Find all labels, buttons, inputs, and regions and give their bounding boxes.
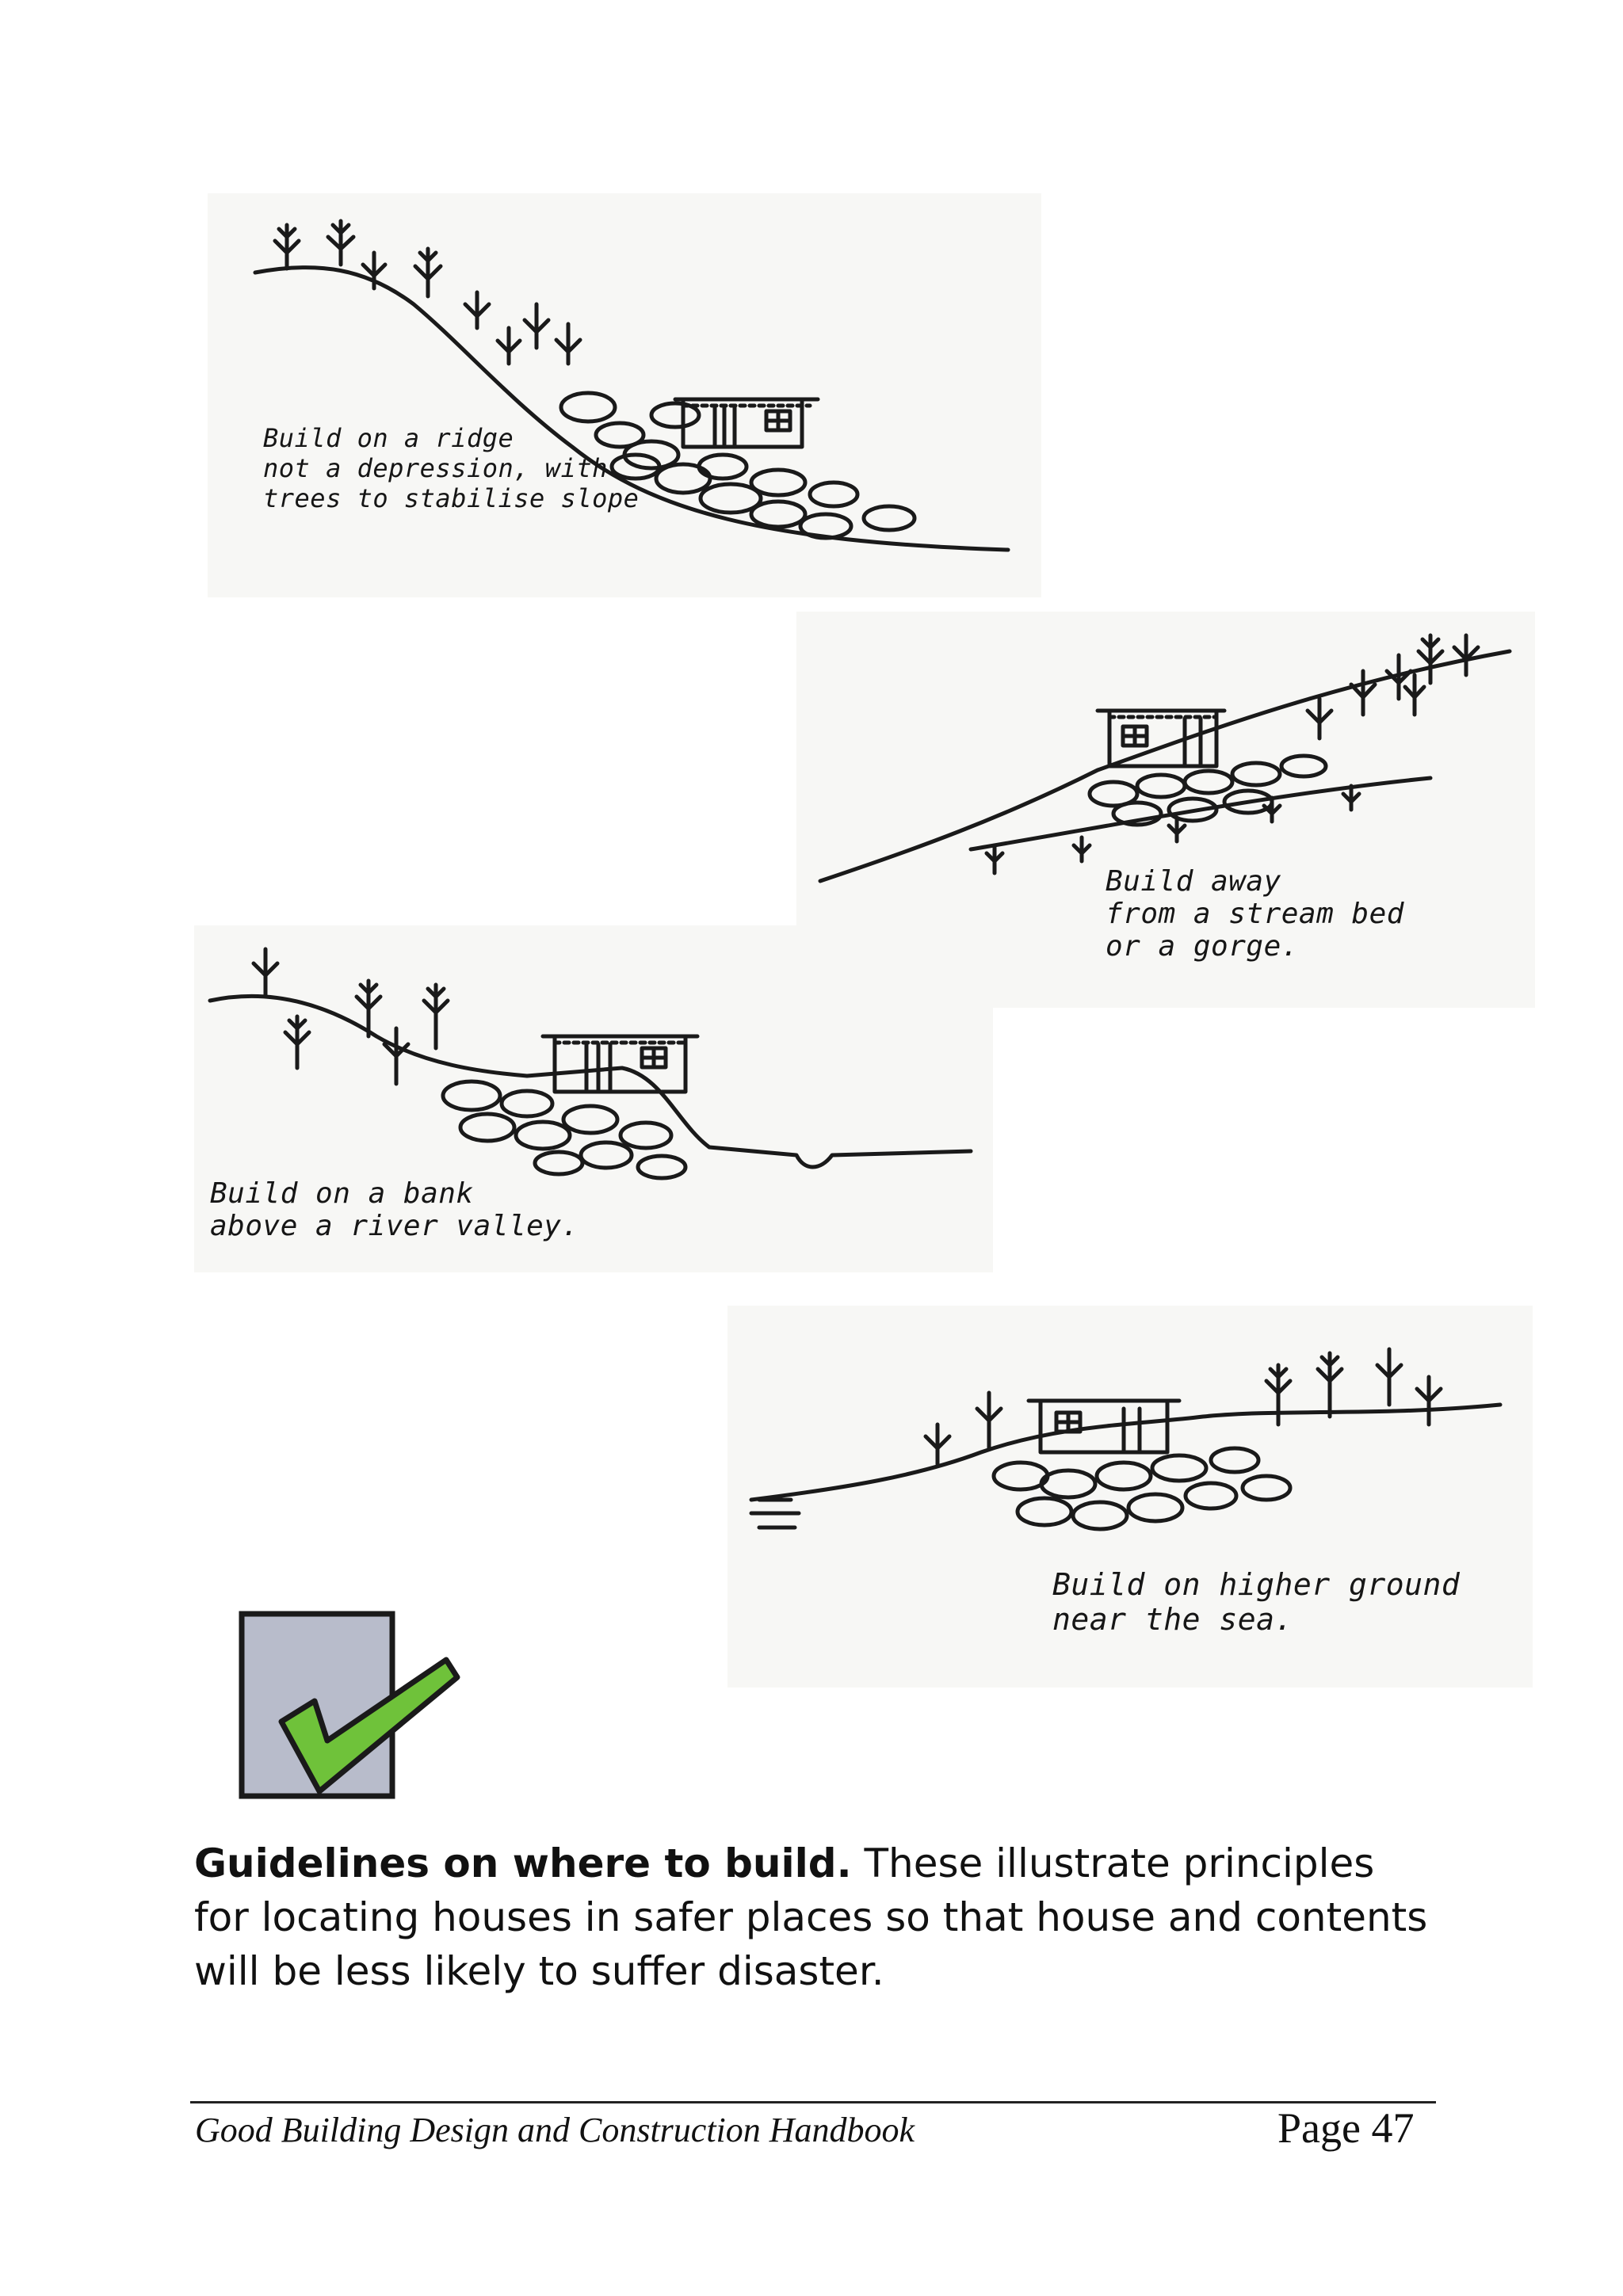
guidelines-paragraph: Guidelines on where to build. These illu… [194,1836,1430,1998]
guidelines-text: These illustrate principles for locating… [194,1840,1428,1994]
checkmark-icon [239,1611,460,1799]
illustration-river-bank: Build on a bank above a river valley. [194,925,993,1272]
footer-title: Good Building Design and Construction Ha… [195,2111,915,2149]
illustration-caption: Build away from a stream bed or a gorge. [1106,865,1404,963]
page-number: Page 47 [1277,2104,1415,2152]
higher-ground-sketch [749,1347,1503,1531]
illustration-ridge: Build on a ridge not a depression, with … [208,193,1041,597]
footer-divider [190,2101,1436,2103]
river-bank-sketch [208,947,973,1180]
illustration-caption: Build on a ridge not a depression, with … [263,423,640,513]
illustration-caption: Build on a bank above a river valley. [210,1177,579,1242]
ridge-sketch [253,219,1010,552]
illustration-higher-ground: Build on higher ground near the sea. [727,1306,1533,1688]
guidelines-heading: Guidelines on where to build. [194,1840,852,1886]
illustration-caption: Build on higher ground near the sea. [1052,1567,1461,1637]
stream-bed-sketch [818,633,1512,883]
checkmark-box [226,1596,479,1810]
